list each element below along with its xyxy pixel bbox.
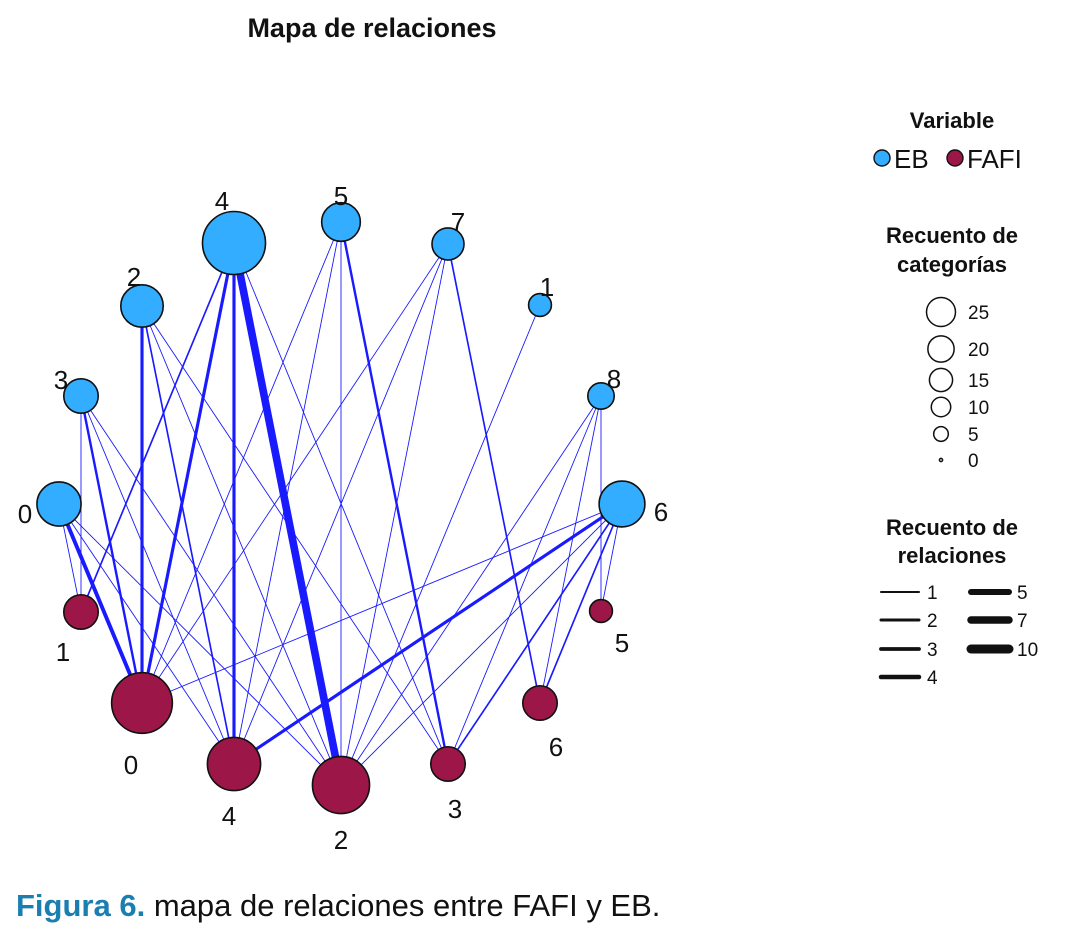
legend-size-circle-25 xyxy=(925,296,957,328)
edge-EB2-FAFI2 xyxy=(141,305,342,786)
chart-title: Mapa de relaciones xyxy=(247,13,496,43)
legend-size-circle-0 xyxy=(938,457,944,463)
edge-EB0-FAFI4 xyxy=(58,503,235,765)
node-label-EB3: 3 xyxy=(54,365,68,395)
node-FAFI4 xyxy=(206,736,262,792)
edge-EB5-FAFI4 xyxy=(233,221,342,765)
legend-category-title-1: Recuento de xyxy=(886,223,1018,248)
edge-EB6-FAFI0 xyxy=(141,503,623,704)
node-EB7 xyxy=(431,227,465,261)
figure-caption: Figura 6. mapa de relaciones entre FAFI … xyxy=(16,888,660,924)
node-label-EB2: 2 xyxy=(127,262,141,292)
node-EB5 xyxy=(320,201,362,243)
node-FAFI5 xyxy=(588,598,614,624)
legend-relation-label-3: 3 xyxy=(927,640,938,661)
legend-swatch-FAFI xyxy=(946,149,964,167)
legend-size-circle-10 xyxy=(930,396,952,418)
node-label-FAFI6: 6 xyxy=(549,732,563,762)
legend-size-label-5: 5 xyxy=(968,425,979,446)
node-label-FAFI2: 2 xyxy=(334,825,348,855)
edge-EB4-FAFI2 xyxy=(230,239,345,789)
edge-EB6-FAFI6 xyxy=(539,503,623,704)
edge-EB4-FAFI1 xyxy=(80,242,235,613)
legend-size-circle-5 xyxy=(932,425,950,443)
node-EB8 xyxy=(587,382,615,410)
edge-EB5-FAFI0 xyxy=(141,221,342,704)
edge-EB6-FAFI4 xyxy=(232,502,624,766)
legend-relation-label-5: 5 xyxy=(1017,583,1028,604)
node-EB1 xyxy=(527,292,553,318)
node-label-EB0: 0 xyxy=(18,499,32,529)
legend-relation-label-10: 10 xyxy=(1017,640,1038,661)
legend-relation-label-2: 2 xyxy=(927,611,938,632)
figure-label: Figura 6. xyxy=(16,888,146,923)
figure-caption-text: mapa de relaciones entre FAFI y EB. xyxy=(145,888,661,923)
edge-EB7-FAFI4 xyxy=(233,243,449,765)
edge-EB6-FAFI2 xyxy=(340,503,623,786)
edge-EB2-FAFI3 xyxy=(141,305,449,765)
node-label-EB4: 4 xyxy=(215,186,229,216)
edge-EB0-FAFI2 xyxy=(58,503,342,786)
edge-EB0-FAFI0 xyxy=(57,502,144,705)
edge-EB8-FAFI3 xyxy=(447,395,602,765)
node-label-FAFI1: 1 xyxy=(56,637,70,667)
node-label-FAFI0: 0 xyxy=(124,750,138,780)
legend-relation-label-1: 1 xyxy=(927,583,938,604)
legend-swatch-EB xyxy=(873,149,891,167)
edges-layer xyxy=(57,220,624,789)
node-FAFI0 xyxy=(110,671,174,735)
legend-size-circle-20 xyxy=(927,335,955,363)
node-label-EB8: 8 xyxy=(607,364,621,394)
edge-EB7-FAFI6 xyxy=(447,243,541,704)
node-FAFI3 xyxy=(429,745,467,783)
edge-EB3-FAFI4 xyxy=(80,395,235,765)
edge-EB7-FAFI2 xyxy=(340,243,449,786)
edge-EB6-FAFI3 xyxy=(447,503,623,765)
node-label-EB7: 7 xyxy=(451,207,465,237)
edge-EB8-FAFI6 xyxy=(539,395,602,704)
node-label-FAFI5: 5 xyxy=(615,628,629,658)
legend-category-title-2: categorías xyxy=(897,252,1007,277)
legend-size-label-15: 15 xyxy=(968,371,989,392)
edge-EB8-FAFI2 xyxy=(340,395,602,786)
node-EB2 xyxy=(119,283,165,329)
legend-variable-label-FAFI: FAFI xyxy=(967,144,1022,174)
node-label-EB5: 5 xyxy=(334,181,348,211)
legend-size-label-25: 25 xyxy=(968,303,989,324)
node-FAFI6 xyxy=(521,684,559,722)
node-EB3 xyxy=(62,377,100,415)
node-labels-layer: 4 5 7 1 2 3 8 0 6 1 5 0 6 4 3 2 xyxy=(18,181,668,855)
node-label-EB6: 6 xyxy=(654,497,668,527)
node-label-FAFI3: 3 xyxy=(448,794,462,824)
legend-relation-title-2: relaciones xyxy=(898,543,1007,568)
legend-size-label-0: 0 xyxy=(968,451,979,472)
edge-EB7-FAFI0 xyxy=(141,243,449,704)
legend-variable-label-EB: EB xyxy=(894,144,929,174)
node-EB0 xyxy=(36,481,82,527)
edge-EB5-FAFI3 xyxy=(339,220,450,766)
edge-EB4-FAFI0 xyxy=(140,241,236,705)
legend-relation-label-7: 7 xyxy=(1017,611,1028,632)
edge-EB3-FAFI0 xyxy=(79,394,144,705)
node-FAFI2 xyxy=(311,755,371,815)
legend-size-circle-15 xyxy=(928,367,954,393)
legend-relation-title-1: Recuento de xyxy=(886,515,1018,540)
edge-EB1-FAFI2 xyxy=(340,304,541,786)
legend-size-label-20: 20 xyxy=(968,340,989,361)
node-label-EB1: 1 xyxy=(540,272,554,302)
legend-size-label-10: 10 xyxy=(968,398,989,419)
node-EB6 xyxy=(598,480,646,528)
edge-EB2-FAFI4 xyxy=(141,305,235,765)
nodes-layer xyxy=(36,201,646,815)
node-FAFI1 xyxy=(62,593,100,631)
node-label-FAFI4: 4 xyxy=(222,801,236,831)
node-EB4 xyxy=(201,210,267,276)
legend-relation-label-4: 4 xyxy=(927,668,938,689)
legend-variable-title: Variable xyxy=(910,108,994,133)
